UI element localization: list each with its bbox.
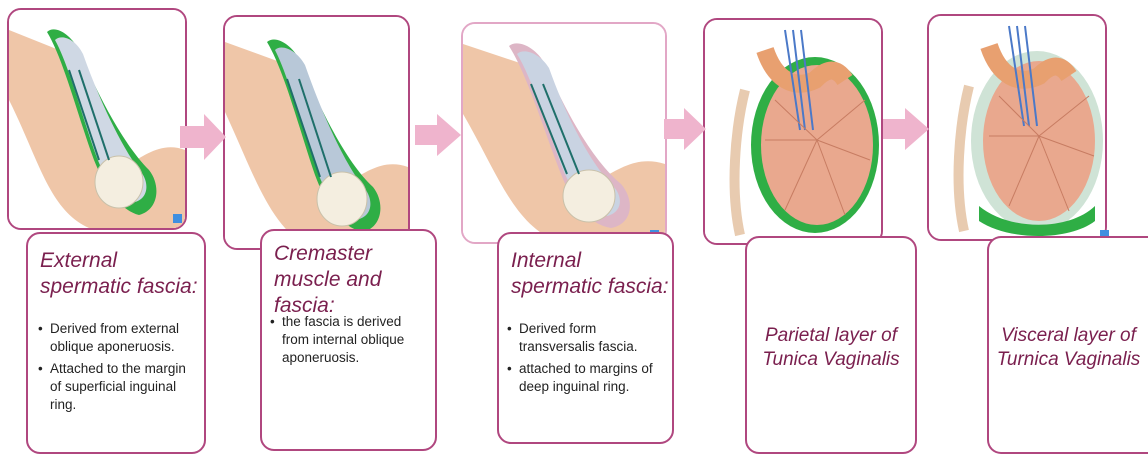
text-card-visceral-layer: Visceral layer of Turnica Vaginalis <box>987 236 1148 454</box>
bullet-item: attached to margins of deep inguinal rin… <box>507 360 669 396</box>
image-card-parietal-layer <box>703 18 883 245</box>
right-arrow-icon <box>883 106 929 152</box>
image-card-internal-fascia <box>461 22 667 244</box>
right-arrow-icon <box>415 112 461 158</box>
text-card-internal-fascia: Internal spermatic fascia: Derived form … <box>497 232 674 444</box>
bullet-item: the fascia is derived from internal obli… <box>270 313 430 367</box>
right-arrow-icon <box>180 112 226 162</box>
panel-heading: Visceral layer of Turnica Vaginalis <box>989 324 1148 372</box>
text-card-cremaster: Cremaster muscle and fascia: the fascia … <box>260 229 437 451</box>
right-arrow-icon <box>664 106 706 152</box>
external-fascia-illustration <box>9 10 185 228</box>
bullet-item: Derived from external oblique aponeruosi… <box>38 320 200 356</box>
bullet-list: Derived from external oblique aponeruosi… <box>38 320 200 418</box>
parietal-layer-illustration <box>705 20 881 243</box>
internal-fascia-illustration <box>463 24 665 242</box>
panel-heading: Cremaster muscle and fascia: <box>274 241 432 319</box>
text-card-parietal-layer: Parietal layer of Tunica Vaginalis <box>745 236 917 454</box>
image-card-external-fascia <box>7 8 187 230</box>
bullet-list: Derived form transversalis fascia. attac… <box>507 320 669 400</box>
image-card-visceral-layer <box>927 14 1107 241</box>
text-card-external-fascia: External spermatic fascia: Derived from … <box>26 232 206 454</box>
bullet-item: Attached to the margin of superficial in… <box>38 360 200 414</box>
panel-heading: External spermatic fascia: <box>40 248 200 300</box>
visceral-layer-illustration <box>929 16 1105 239</box>
panel-heading: Parietal layer of Tunica Vaginalis <box>747 324 915 372</box>
cremaster-illustration <box>225 17 408 248</box>
image-card-cremaster <box>223 15 410 250</box>
corner-marker <box>173 214 182 223</box>
bullet-list: the fascia is derived from internal obli… <box>270 313 430 371</box>
bullet-item: Derived form transversalis fascia. <box>507 320 669 356</box>
panel-heading: Internal spermatic fascia: <box>511 248 669 300</box>
